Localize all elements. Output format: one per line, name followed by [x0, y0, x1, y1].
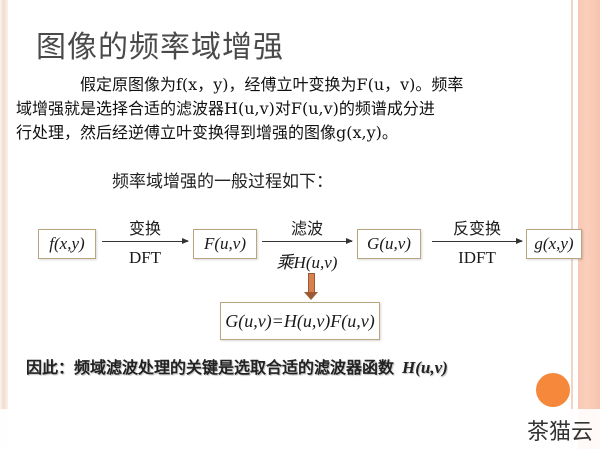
right-divider-line	[571, 0, 573, 449]
right-side-panel	[578, 0, 600, 449]
arrow-filter	[262, 238, 353, 244]
formula-box: G(u,v)=H(u,v)F(u,v)	[220, 302, 380, 340]
edge-label-dft: DFT	[128, 248, 162, 267]
edge-label-idft: IDFT	[458, 248, 496, 267]
left-border-decoration	[0, 0, 8, 410]
edge-label-transform: 变换	[128, 219, 161, 238]
conclusion-sentence: 因此：频域滤波处理的关键是选取合适的滤波器函数	[26, 358, 395, 377]
orange-circle-decoration	[536, 373, 570, 407]
arrow-dft	[102, 238, 189, 244]
conclusion-symbol: H(u,v)	[402, 358, 448, 377]
paragraph-line-2: 域增强就是选择合适的滤波器H(u,v)对F(u,v)的频谱成分进	[16, 99, 435, 118]
paragraph-line-3: 行处理，然后经逆傅立叶变换得到增强的图像g(x,y)。	[16, 123, 398, 142]
edge-label-filtering: 滤波	[290, 219, 323, 238]
watermark-text: 茶猫云	[527, 420, 594, 445]
conclusion-text: 因此：频域滤波处理的关键是选取合适的滤波器函数 H(u,v)	[26, 354, 448, 378]
edge-label-multiply-h: 乘H(u,v)	[276, 253, 338, 272]
node-spectrum: F(u,v)	[193, 229, 257, 259]
intro-paragraph: 假定原图像为f(x，y)，经傅立叶变换为F(u，v)。频率 域增强就是选择合适的…	[16, 73, 556, 145]
node-filtered-spectrum: G(u,v)	[357, 229, 421, 259]
edge-label-inverse-transform: 反变换	[452, 219, 501, 238]
watermark-backdrop	[0, 409, 600, 449]
process-subheading: 频率域增强的一般过程如下：	[112, 172, 333, 192]
arrow-idft	[432, 238, 523, 244]
down-arrow-head	[304, 292, 318, 300]
down-arrow-icon	[308, 273, 315, 293]
slide-title: 图像的频率域增强	[36, 30, 284, 65]
paragraph-line-1: 假定原图像为f(x，y)，经傅立叶变换为F(u，v)。频率	[80, 75, 464, 94]
node-spatial-image: f(x,y)	[38, 229, 96, 259]
node-enhanced-image: g(x,y)	[526, 229, 582, 259]
